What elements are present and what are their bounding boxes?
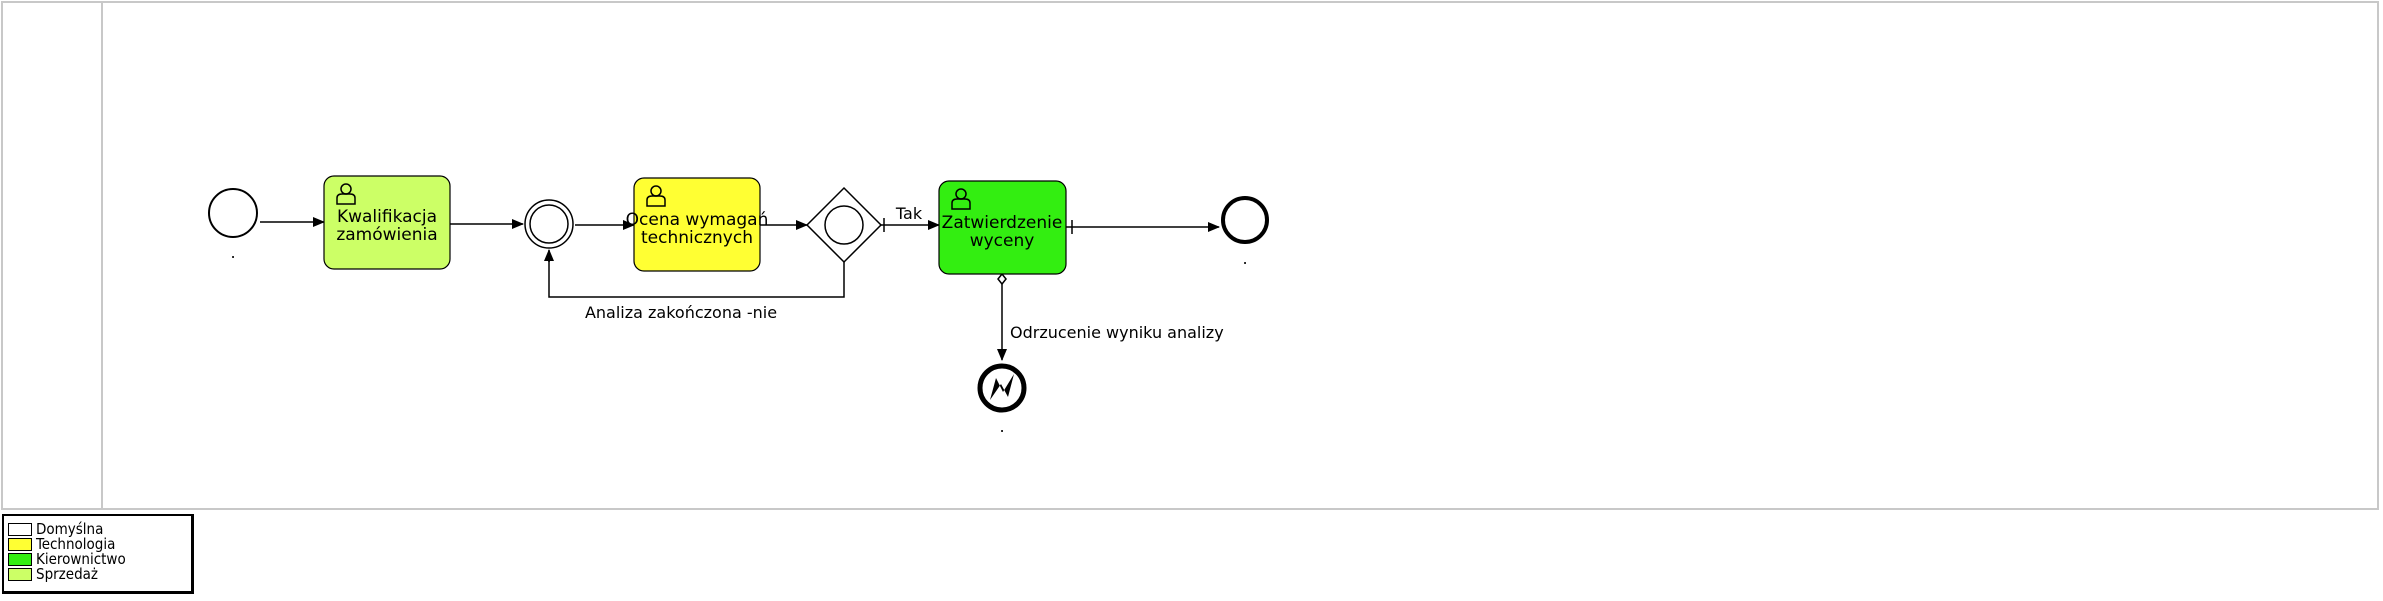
flow-yes-label: Tak	[895, 204, 923, 223]
flow-loop-no[interactable]	[544, 249, 845, 298]
task-ocena-wymagan[interactable]: Ocena wymagań technicznych	[626, 177, 769, 272]
legend-label: Domyślna	[36, 520, 104, 538]
task-label-line1: Ocena wymagań	[626, 210, 769, 230]
legend: Domyślna Technologia Kierownictwo Sprzed…	[2, 514, 194, 594]
legend-item: Kierownictwo	[8, 552, 187, 567]
legend-label: Kierownictwo	[36, 550, 126, 568]
legend-swatch	[8, 553, 32, 566]
error-icon	[990, 374, 1014, 400]
task-zatwierdzenie-wyceny[interactable]: Zatwierdzenie wyceny	[938, 180, 1067, 275]
error-end-event[interactable]	[977, 363, 1027, 413]
task-label-line1: Zatwierdzenie	[942, 213, 1063, 233]
end-event[interactable]	[1221, 196, 1269, 244]
start-event-label: .	[230, 243, 235, 262]
legend-item: Technologia	[8, 537, 187, 552]
start-event[interactable]	[208, 188, 258, 238]
intermediate-event[interactable]	[524, 199, 574, 249]
legend-swatch	[8, 523, 32, 536]
legend-swatch	[8, 538, 32, 551]
end-event-label: .	[1242, 249, 1247, 268]
event-based-gateway[interactable]	[805, 186, 883, 264]
flow-reject-label: Odrzucenie wyniku analizy	[1010, 323, 1224, 342]
task-label-line1: Kwalifikacja	[337, 207, 437, 227]
legend-swatch	[8, 568, 32, 581]
conditional-flow-diamond	[997, 272, 1007, 286]
legend-item: Domyślna	[8, 522, 187, 537]
task-label-line2: zamówienia	[336, 225, 437, 245]
task-label-line2: wyceny	[970, 231, 1035, 251]
legend-item: Sprzedaż	[8, 567, 187, 582]
legend-label: Technologia	[36, 535, 116, 553]
task-label-line2: technicznych	[641, 228, 753, 248]
legend-label: Sprzedaż	[36, 565, 98, 583]
flow-loop-label: Analiza zakończona -nie	[585, 303, 777, 322]
intermediate-event-label: .	[546, 247, 551, 266]
error-end-event-label: .	[999, 417, 1004, 436]
task-kwalifikacja-zamowienia[interactable]: Kwalifikacja zamówienia	[323, 175, 451, 270]
